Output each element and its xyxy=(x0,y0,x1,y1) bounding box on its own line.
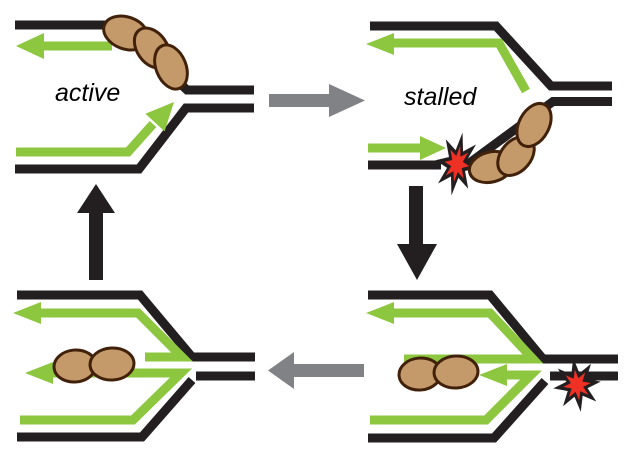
right-arrowhead-icon xyxy=(329,84,365,117)
nascent-leading-shaft xyxy=(16,121,157,157)
right-arrowhead-icon xyxy=(420,136,446,160)
parental-strand-top xyxy=(370,21,612,91)
left-arrowhead-icon xyxy=(16,33,44,59)
left-arrowhead-icon xyxy=(25,362,53,384)
up-arrowhead-icon xyxy=(77,184,115,213)
cycle-arrow-restart-to-active xyxy=(77,184,115,280)
cycle-arrow-active-to-stalled xyxy=(269,84,365,117)
protein-oval-icon xyxy=(88,346,136,382)
nascent-leading-arrow xyxy=(16,102,174,157)
panel-label-stalled: stalled xyxy=(404,83,477,111)
arrow-shaft xyxy=(293,364,364,377)
parental-strand-bottom xyxy=(17,377,196,442)
nascent-lagging-shaft xyxy=(394,38,530,94)
down-arrowhead-icon xyxy=(397,244,437,280)
nascent-lagging-arrow xyxy=(16,33,112,59)
nascent-leading-hairpin xyxy=(370,370,542,425)
protein-dimer xyxy=(52,346,136,384)
protein-dimer xyxy=(397,354,480,392)
cycle-arrow-regressed-to-restart xyxy=(268,352,364,389)
displaced-replisome-proteins xyxy=(467,102,553,185)
parental-strand-bottom-slant xyxy=(465,97,612,168)
arrow-shaft xyxy=(269,94,330,107)
up-right-arrowhead-icon xyxy=(145,102,174,132)
nascent-lagging-arrow xyxy=(366,33,530,94)
panel-stalled: stalled xyxy=(366,21,612,194)
parental-strand-bottom xyxy=(15,103,254,174)
panel-restarted-fork xyxy=(13,290,255,442)
left-arrowhead-icon xyxy=(268,352,294,389)
left-arrowhead-icon xyxy=(366,33,394,55)
replisome-proteins xyxy=(102,14,189,91)
arrow-shaft xyxy=(409,186,423,245)
parental-strand-top xyxy=(17,290,255,362)
cycle-arrow-stalled-to-regressed xyxy=(397,186,437,280)
panel-label-active: active xyxy=(55,79,120,107)
parental-strand-bottom xyxy=(368,377,549,443)
panel-active: active xyxy=(15,14,254,174)
left-arrowhead-icon xyxy=(479,364,507,386)
panel-regressed-fork xyxy=(366,290,618,443)
protein-oval-icon xyxy=(432,354,480,390)
nascent-lagging-regressed xyxy=(13,302,193,362)
nascent-lagging-hairpin xyxy=(41,308,193,362)
left-arrowhead-icon xyxy=(13,302,41,324)
protein-oval-icon xyxy=(153,43,189,91)
parental-strand-top xyxy=(368,290,618,364)
nascent-leading-arrow-blocked xyxy=(368,136,446,160)
nascent-leading-regressed xyxy=(370,364,542,425)
lesion-star-icon xyxy=(553,359,601,411)
protein-oval-icon xyxy=(515,102,553,148)
left-arrowhead-icon xyxy=(366,302,394,324)
arrow-shaft xyxy=(89,213,103,280)
